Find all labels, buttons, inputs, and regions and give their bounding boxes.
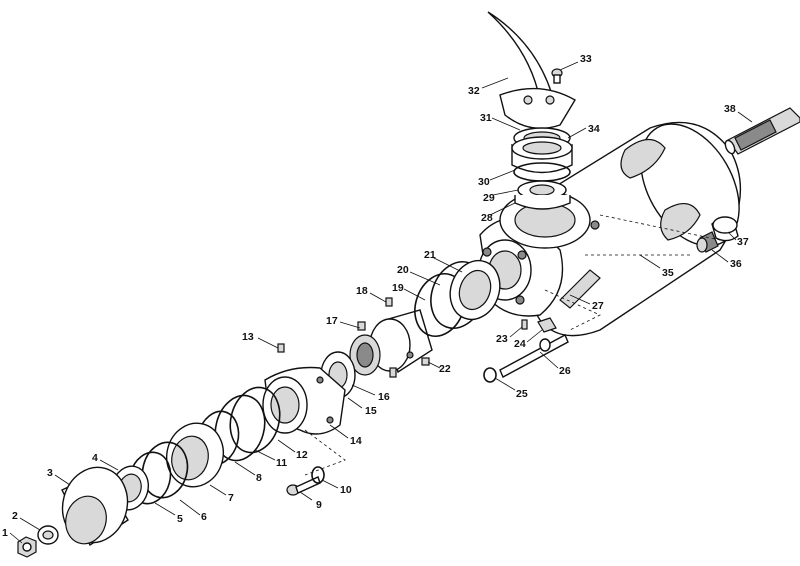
callout-15: 15 bbox=[365, 405, 377, 417]
ring-25 bbox=[483, 367, 497, 383]
callout-34: 34 bbox=[588, 123, 600, 135]
callout-11: 11 bbox=[276, 457, 287, 469]
callout-1: 1 bbox=[2, 527, 8, 539]
callout-32: 32 bbox=[468, 85, 480, 97]
housing-bracket bbox=[262, 366, 346, 435]
knob-3 bbox=[61, 466, 129, 547]
callout-31: 31 bbox=[480, 112, 492, 124]
callout-37: 37 bbox=[737, 236, 749, 248]
clip-24 bbox=[537, 317, 557, 333]
callout-26: 26 bbox=[559, 365, 571, 377]
callout-2: 2 bbox=[12, 510, 18, 522]
pin-23 bbox=[521, 319, 528, 330]
lever bbox=[487, 11, 576, 129]
callout-14: 14 bbox=[350, 435, 362, 447]
callout-4: 4 bbox=[92, 452, 98, 464]
callout-6: 6 bbox=[201, 511, 207, 523]
cap bbox=[711, 216, 739, 242]
o-rings-19-21 bbox=[414, 259, 501, 337]
callout-33: 33 bbox=[580, 53, 592, 65]
callout-9: 9 bbox=[316, 499, 322, 511]
callout-3: 3 bbox=[47, 467, 53, 479]
callout-28: 28 bbox=[481, 212, 493, 224]
callout-20: 20 bbox=[397, 264, 409, 276]
callout-30: 30 bbox=[478, 176, 490, 188]
callout-38: 38 bbox=[724, 103, 736, 115]
callout-18: 18 bbox=[356, 285, 368, 297]
assembly-guides bbox=[304, 214, 721, 476]
callout-35: 35 bbox=[662, 267, 674, 279]
washer-2 bbox=[37, 525, 59, 545]
callout-23: 23 bbox=[496, 333, 508, 345]
callout-29: 29 bbox=[483, 192, 495, 204]
callout-17: 17 bbox=[326, 315, 338, 327]
gear-cartridge bbox=[349, 309, 433, 376]
callout-21: 21 bbox=[424, 249, 436, 261]
callout-36: 36 bbox=[730, 258, 742, 270]
callout-19: 19 bbox=[392, 282, 404, 294]
main-housing bbox=[478, 121, 742, 337]
callout-13: 13 bbox=[242, 331, 254, 343]
callout-12: 12 bbox=[296, 449, 308, 461]
rings-11-12 bbox=[214, 386, 281, 462]
drive-shaft bbox=[724, 107, 800, 155]
callout-5: 5 bbox=[177, 513, 183, 525]
top-rings bbox=[511, 127, 573, 210]
callout-27: 27 bbox=[592, 300, 604, 312]
pin-26 bbox=[499, 334, 569, 378]
callout-labels: 1 2 3 4 5 6 7 8 9 10 11 12 13 14 15 16 1… bbox=[2, 53, 749, 539]
fitting bbox=[696, 231, 719, 253]
washer-10 bbox=[311, 466, 325, 484]
bolt-9 bbox=[286, 476, 321, 496]
callout-10: 10 bbox=[340, 484, 352, 496]
callout-16: 16 bbox=[378, 391, 390, 403]
callout-24: 24 bbox=[514, 338, 526, 350]
callout-8: 8 bbox=[256, 472, 262, 484]
callout-25: 25 bbox=[516, 388, 528, 400]
nut-1 bbox=[17, 536, 37, 558]
leader-lines bbox=[9, 61, 753, 544]
callout-22: 22 bbox=[439, 363, 451, 375]
callout-7: 7 bbox=[228, 492, 234, 504]
screw-33 bbox=[551, 68, 563, 84]
